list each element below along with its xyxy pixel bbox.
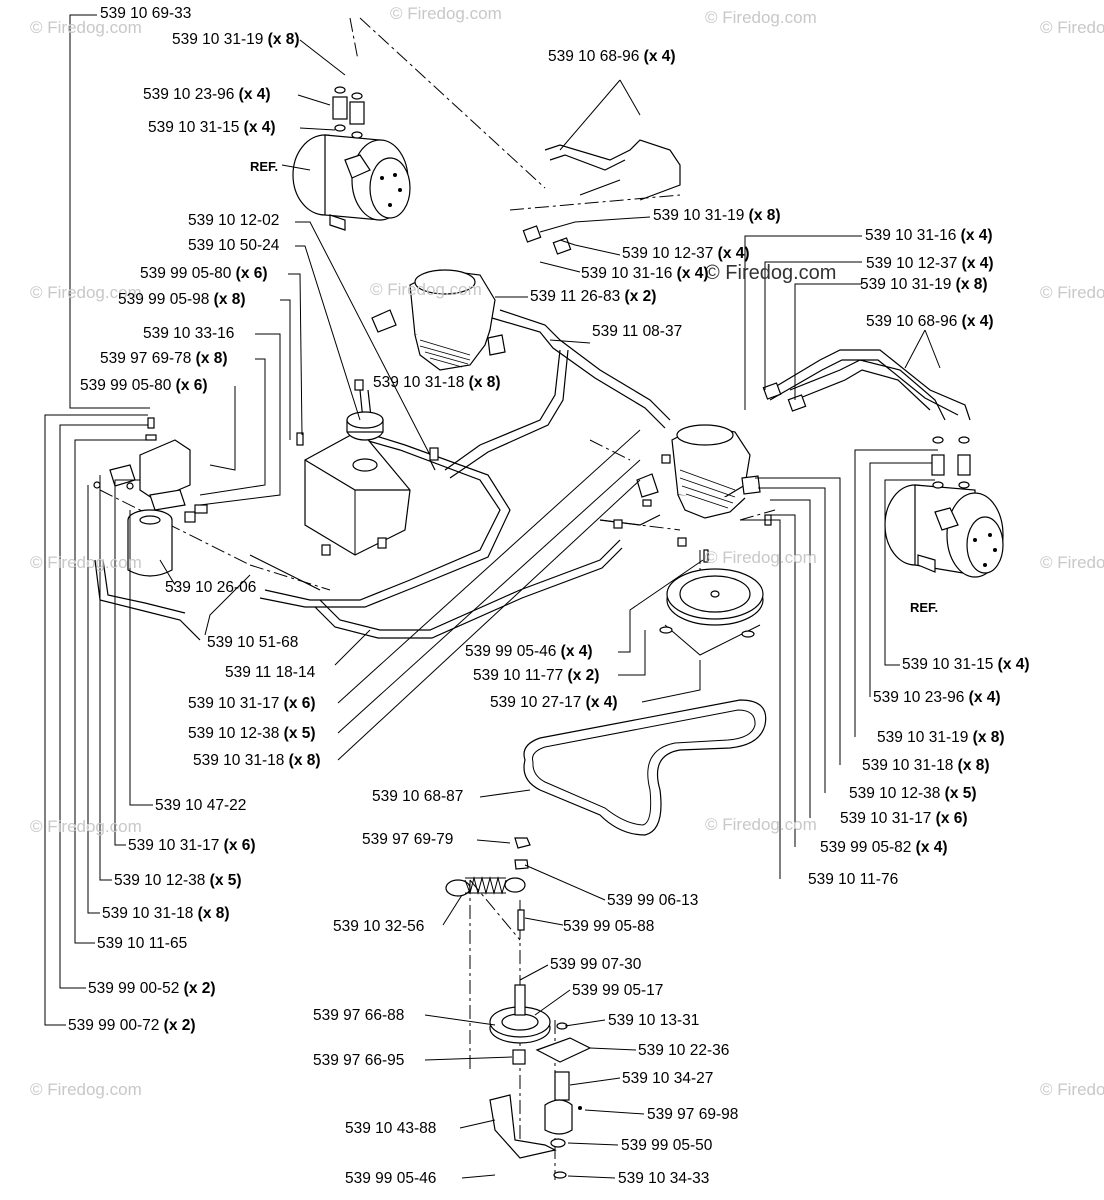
part-label: 539 10 31-19 (x 8) bbox=[877, 729, 1005, 746]
hydraulic-pump-right bbox=[636, 424, 761, 519]
part-label: 539 10 12-37 (x 4) bbox=[866, 255, 994, 272]
part-label: 539 10 31-16 (x 4) bbox=[581, 265, 709, 282]
fittings-upper-left bbox=[332, 86, 365, 139]
part-label: 539 10 12-38 (x 5) bbox=[114, 872, 242, 889]
watermark: © Firedog.com bbox=[705, 8, 817, 27]
part-label: 539 97 66-95 bbox=[313, 1052, 405, 1069]
watermark: © Firedog.com bbox=[30, 283, 142, 302]
part-label: 539 10 11-77 (x 2) bbox=[473, 667, 600, 684]
part-label: 539 10 33-16 bbox=[143, 325, 235, 342]
watermark: © Firedog.com bbox=[1040, 553, 1104, 572]
leader-lines bbox=[44, 14, 941, 1179]
part-label: 539 99 05-88 bbox=[563, 918, 655, 935]
watermark: © Firedog.com bbox=[30, 553, 142, 572]
part-label: 539 10 47-22 bbox=[155, 797, 247, 814]
watermark: © Firedog.com bbox=[390, 4, 502, 23]
part-label: 539 99 05-50 bbox=[621, 1137, 713, 1154]
part-label: 539 10 31-17 (x 6) bbox=[188, 695, 316, 712]
watermark: © Firedog.com bbox=[705, 548, 817, 567]
pulley-right bbox=[664, 568, 764, 656]
part-label: 539 10 32-56 bbox=[333, 918, 425, 935]
part-label: 539 10 22-36 bbox=[638, 1042, 730, 1059]
watermark-main: © Firedog.com bbox=[705, 262, 837, 284]
part-label: 539 99 05-80 (x 6) bbox=[140, 265, 268, 282]
watermark: © Firedog.com bbox=[30, 18, 142, 37]
part-label: 539 10 31-19 (x 8) bbox=[860, 276, 988, 293]
hydraulic-motor-upper bbox=[292, 134, 411, 231]
part-label: 539 10 31-16 (x 4) bbox=[865, 227, 993, 244]
part-label: 539 11 18-14 bbox=[225, 664, 316, 681]
part-label: 539 10 23-96 (x 4) bbox=[143, 86, 271, 103]
watermark: © Firedog.com bbox=[30, 817, 142, 836]
watermark: © Firedog.com bbox=[1040, 283, 1104, 302]
fittings-right bbox=[522, 225, 971, 489]
part-label: 539 10 31-17 (x 6) bbox=[128, 837, 256, 854]
part-label: 539 99 05-80 (x 6) bbox=[80, 377, 208, 394]
part-label: 539 10 31-19 (x 8) bbox=[172, 31, 300, 48]
tension-spring bbox=[445, 876, 526, 897]
part-label: 539 10 50-24 bbox=[188, 237, 280, 254]
part-label: 539 10 23-96 (x 4) bbox=[873, 689, 1001, 706]
part-label: 539 10 31-18 (x 8) bbox=[193, 752, 321, 769]
part-label: 539 10 11-65 bbox=[97, 935, 188, 952]
part-label: 539 10 31-18 (x 8) bbox=[102, 905, 230, 922]
small-hardware bbox=[93, 379, 772, 1179]
part-label: 539 10 34-27 bbox=[622, 1070, 714, 1087]
part-label: 539 97 69-98 bbox=[647, 1106, 739, 1123]
part-label: 539 10 31-15 (x 4) bbox=[148, 119, 276, 136]
part-label: 539 10 12-02 bbox=[188, 212, 280, 229]
hydraulic-lines bbox=[94, 139, 971, 641]
part-label: 539 10 11-76 bbox=[808, 871, 899, 888]
watermark: © Firedog.com bbox=[705, 815, 817, 834]
drive-belt bbox=[523, 699, 767, 836]
watermark: © Firedog.com bbox=[370, 280, 482, 299]
part-label: 539 10 51-68 bbox=[207, 634, 299, 651]
part-label: 539 10 12-38 (x 5) bbox=[849, 785, 977, 802]
part-label: 539 10 69-33 bbox=[100, 5, 192, 22]
part-label: 539 10 13-31 bbox=[608, 1012, 700, 1029]
part-label: 539 10 27-17 (x 4) bbox=[490, 694, 618, 711]
part-label: 539 99 05-17 bbox=[572, 982, 664, 999]
hydraulic-pump-center bbox=[371, 269, 506, 371]
part-label: 539 99 06-13 bbox=[607, 892, 699, 909]
part-label: 539 99 07-30 bbox=[550, 956, 642, 973]
part-label: 539 10 31-18 (x 8) bbox=[862, 757, 990, 774]
part-label: 539 10 68-96 (x 4) bbox=[548, 48, 676, 65]
part-label: 539 10 31-15 (x 4) bbox=[902, 656, 1030, 673]
part-label: 539 10 68-96 (x 4) bbox=[866, 313, 994, 330]
part-label: 539 97 69-79 bbox=[362, 831, 454, 848]
part-label: 539 99 05-46 bbox=[345, 1170, 437, 1187]
part-label: 539 10 31-17 (x 6) bbox=[840, 810, 968, 827]
part-label: 539 10 12-37 (x 4) bbox=[622, 245, 750, 262]
watermark: © Firedog.com bbox=[1040, 18, 1104, 37]
part-label: 539 11 26-83 (x 2) bbox=[530, 288, 657, 305]
part-label: 539 10 31-18 (x 8) bbox=[373, 374, 501, 391]
part-label: 539 97 69-78 (x 8) bbox=[100, 350, 228, 367]
part-label: 539 10 26-06 bbox=[165, 579, 257, 596]
watermark: © Firedog.com bbox=[1040, 1080, 1104, 1099]
part-label: 539 99 00-72 (x 2) bbox=[68, 1017, 196, 1034]
idler-assembly bbox=[489, 909, 592, 1159]
part-label: 539 99 05-46 (x 4) bbox=[465, 643, 593, 660]
part-label: 539 97 66-88 bbox=[313, 1007, 405, 1024]
hydraulic-motor-lower-right bbox=[884, 484, 1004, 578]
part-label: 539 10 68-87 bbox=[372, 788, 464, 805]
ref-label-right: REF. bbox=[910, 600, 939, 615]
part-label: 539 11 08-37 bbox=[592, 323, 683, 340]
part-label: 539 10 31-19 (x 8) bbox=[653, 207, 781, 224]
part-label: 539 99 05-98 (x 8) bbox=[118, 291, 246, 308]
reservoir-tank bbox=[304, 411, 411, 556]
ref-label-left: REF. bbox=[250, 159, 279, 174]
part-label: 539 10 12-38 (x 5) bbox=[188, 725, 316, 742]
part-label: 539 99 00-52 (x 2) bbox=[88, 980, 216, 997]
part-label: 539 10 34-33 bbox=[618, 1170, 710, 1187]
part-label: 539 99 05-82 (x 4) bbox=[820, 839, 948, 856]
watermark: © Firedog.com bbox=[30, 1080, 142, 1099]
part-label: 539 10 43-88 bbox=[345, 1120, 437, 1137]
